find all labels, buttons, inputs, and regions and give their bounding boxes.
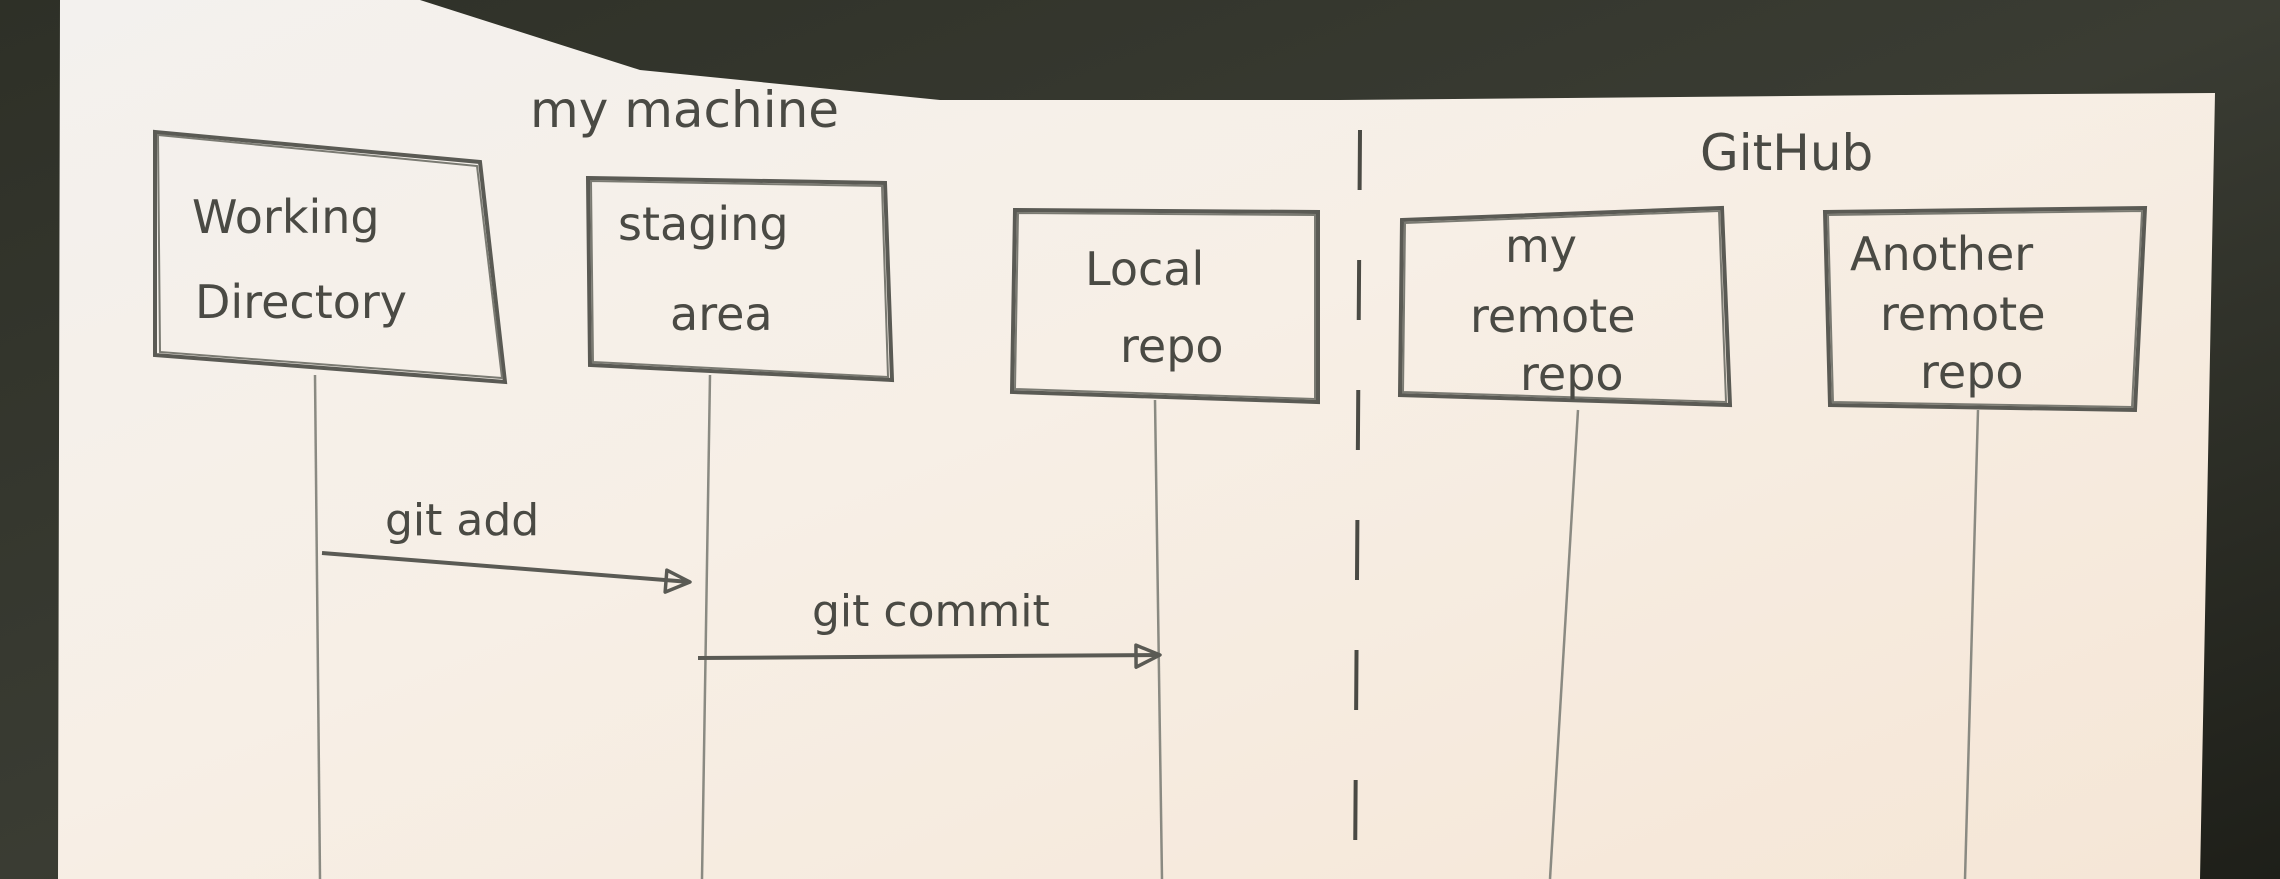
message-git-add: git add xyxy=(321,495,692,594)
lifeline-local-repo xyxy=(1153,399,1164,879)
participant-working-directory: Working Directory xyxy=(153,129,508,385)
participant-label-line: Local xyxy=(1085,242,1204,296)
participant-staging-area: staging area xyxy=(585,175,895,383)
participant-label-line: Another xyxy=(1850,227,2033,281)
lifeline-staging-area xyxy=(700,374,712,879)
lifeline-my-remote-repo xyxy=(1548,409,1580,879)
lifeline-another-remote-repo xyxy=(1963,409,1980,879)
participant-label-line: my xyxy=(1505,219,1577,273)
lifeline-working-directory xyxy=(313,374,322,879)
participant-label-line: repo xyxy=(1520,347,1624,401)
participant-label-line: Directory xyxy=(195,275,407,329)
participant-local-repo: Local repo xyxy=(1009,207,1320,405)
lifelines xyxy=(313,374,1980,879)
message-label: git add xyxy=(385,495,539,546)
participant-label-line: area xyxy=(670,287,773,341)
participant-label-line: repo xyxy=(1120,319,1224,373)
paper-sheet xyxy=(58,0,2215,879)
participant-label-line: repo xyxy=(1920,345,2024,399)
participant-label-line: staging xyxy=(618,197,789,251)
participant-label-line: Working xyxy=(192,190,380,244)
participant-label-line: remote xyxy=(1880,287,2046,341)
section-label-github: GitHub xyxy=(1700,124,1873,182)
participant-another-remote-repo: Another remote repo xyxy=(1822,205,2148,413)
message-label: git commit xyxy=(812,586,1050,637)
participant-label-line: remote xyxy=(1470,289,1636,343)
section-label-my-machine: my machine xyxy=(530,81,839,139)
participant-my-remote-repo: my remote repo xyxy=(1397,205,1733,408)
message-git-commit: git commit xyxy=(697,586,1162,669)
